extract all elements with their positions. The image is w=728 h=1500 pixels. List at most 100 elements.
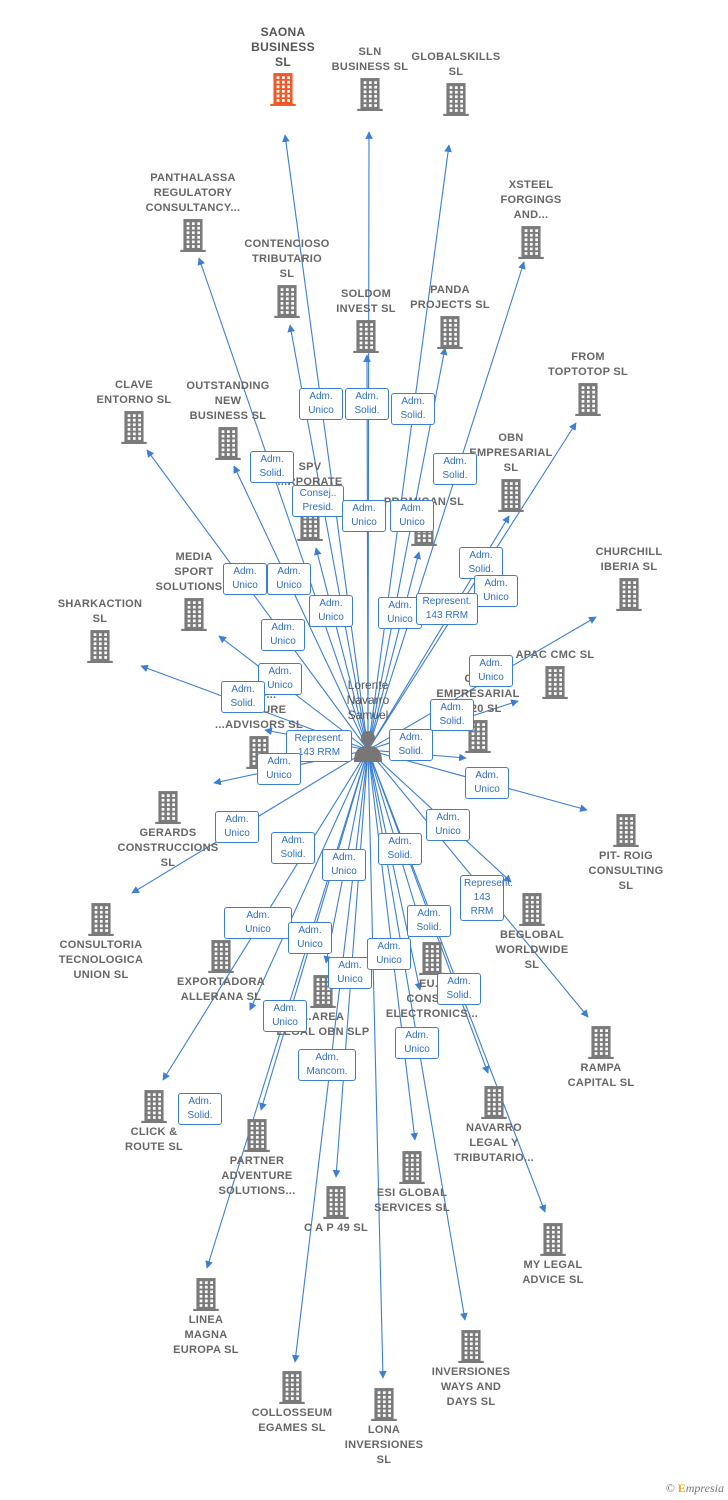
- relation-label[interactable]: Adm. Solid.: [459, 547, 503, 579]
- relation-label[interactable]: Adm. Solid.: [345, 388, 389, 420]
- company-name: BEGLOBAL WORLDWIDE SL: [495, 929, 569, 971]
- relation-label[interactable]: Adm. Unico: [474, 575, 518, 607]
- company-name: SAONA BUSINESS SL: [251, 25, 315, 69]
- building-icon: [416, 1329, 526, 1363]
- company-node-consultoria[interactable]: CONSULTORIA TECNOLOGICA UNION SL: [46, 900, 156, 983]
- building-icon: [377, 941, 487, 975]
- relation-edge: [146, 449, 369, 751]
- relation-label[interactable]: Adm. Solid.: [391, 393, 435, 425]
- relation-label[interactable]: Adm. Unico: [263, 1000, 307, 1032]
- relation-label[interactable]: Adm. Unico: [288, 922, 332, 954]
- relation-edge: [367, 422, 577, 751]
- company-node-fromtoptotop[interactable]: FROM TOPTOTOP SL: [533, 350, 643, 418]
- company-node-panthalassa[interactable]: PANTHALASSA REGULATORY CONSULTANCY...: [138, 171, 248, 254]
- relation-label[interactable]: Adm. Solid.: [221, 681, 265, 713]
- center-person[interactable]: Lorente Navarro Samuel: [333, 678, 403, 763]
- relation-label[interactable]: Adm. Unico: [215, 811, 259, 843]
- company-name: APAC CMC SL: [515, 649, 595, 661]
- company-node-navarro[interactable]: NAVARRO LEGAL Y TRIBUTARIO...: [439, 1083, 549, 1166]
- company-name: MEDIA SPORT SOLUTIONS...: [155, 551, 233, 593]
- company-node-globalskills[interactable]: GLOBALSKILLS SL: [401, 50, 511, 118]
- company-name: ESI GLOBAL SERVICES SL: [374, 1187, 450, 1214]
- logo-initial: E: [677, 1481, 686, 1495]
- company-node-click[interactable]: CLICK & ROUTE SL: [99, 1087, 209, 1155]
- relation-label[interactable]: Adm. Solid.: [178, 1093, 222, 1125]
- relation-label[interactable]: Adm. Solid.: [430, 699, 474, 731]
- relation-label[interactable]: Adm. Solid.: [389, 729, 433, 761]
- company-node-colosseum[interactable]: COLLOSSEUM EGAMES SL: [237, 1368, 347, 1436]
- relation-label[interactable]: Adm. Unico: [390, 500, 434, 532]
- company-node-partner[interactable]: PARTNER ADVENTURE SOLUTIONS...: [202, 1116, 312, 1199]
- building-icon: [46, 902, 156, 936]
- company-node-esi[interactable]: ESI GLOBAL SERVICES SL: [357, 1148, 467, 1216]
- company-node-inversiones[interactable]: INVERSIONES WAYS AND DAYS SL: [416, 1327, 526, 1410]
- relation-label[interactable]: Adm. Unico: [258, 663, 302, 695]
- company-node-rampa[interactable]: RAMPA CAPITAL SL: [546, 1023, 656, 1091]
- company-node-exportadora[interactable]: EXPORTADORA ALLERANA SL: [166, 937, 276, 1005]
- company-node-obn[interactable]: OBN EMPRESARIAL SL: [456, 431, 566, 514]
- relation-label[interactable]: Adm. Solid.: [407, 905, 451, 937]
- relation-label[interactable]: Adm. Solid.: [378, 833, 422, 865]
- company-node-apac[interactable]: APAC CMC SL: [500, 648, 610, 701]
- company-node-gerards[interactable]: GERARDS CONSTRUCCIONS SL: [113, 788, 223, 871]
- relation-label[interactable]: Adm. Unico: [328, 957, 372, 989]
- relation-label[interactable]: Adm. Solid.: [437, 973, 481, 1005]
- company-node-sharkaction[interactable]: SHARKACTION SL: [45, 597, 155, 665]
- company-node-mylegal[interactable]: MY LEGAL ADVICE SL: [498, 1220, 608, 1288]
- company-name: EXPORTADORA ALLERANA SL: [176, 976, 266, 1003]
- relation-label[interactable]: Adm. Unico: [426, 809, 470, 841]
- relation-label[interactable]: Represent. 143 RRM: [416, 593, 478, 625]
- relation-label[interactable]: Adm. Solid.: [250, 451, 294, 483]
- company-name: SLN BUSINESS SL: [331, 46, 409, 73]
- company-node-pitroig[interactable]: PIT- ROIG CONSULTING SL: [571, 811, 681, 894]
- company-node-lona[interactable]: LONA INVERSIONES SL: [329, 1385, 439, 1468]
- relation-label[interactable]: Adm. Unico: [469, 655, 513, 687]
- relation-label[interactable]: Represent. 143 RRM: [460, 875, 513, 921]
- relation-label[interactable]: Adm. Unico: [342, 500, 386, 532]
- company-node-soldom[interactable]: SOLDOM INVEST SL: [311, 287, 421, 355]
- company-node-contencioso[interactable]: CONTENCIOSO TRIBUTARIO SL: [232, 237, 342, 320]
- company-name: CHURCHILL IBERIA SL: [595, 546, 663, 573]
- relation-label[interactable]: Adm. Unico: [267, 563, 311, 595]
- company-node-cap49[interactable]: C A P 49 SL: [281, 1183, 391, 1236]
- person-icon: [354, 731, 382, 762]
- relation-label[interactable]: Adm. Solid.: [271, 832, 315, 864]
- company-name: MY LEGAL ADVICE SL: [522, 1259, 584, 1286]
- company-name: CONTENCIOSO TRIBUTARIO SL: [244, 238, 330, 280]
- relation-label[interactable]: Adm. Unico: [224, 907, 292, 939]
- company-node-xsteel[interactable]: XSTEEL FORGINGS AND...: [476, 178, 586, 261]
- company-node-linea[interactable]: LINEA MAGNA EUROPA SL: [151, 1275, 261, 1358]
- company-node-media[interactable]: MEDIA SPORT SOLUTIONS...: [139, 550, 249, 633]
- relation-label[interactable]: Adm. Unico: [257, 753, 301, 785]
- company-node-saona[interactable]: SAONA BUSINESS SL: [228, 25, 338, 108]
- building-icon: [99, 1089, 209, 1123]
- building-icon: [477, 892, 587, 926]
- company-node-churchill[interactable]: CHURCHILL IBERIA SL: [574, 545, 684, 613]
- relation-label[interactable]: Adm. Solid.: [433, 453, 477, 485]
- building-icon: [237, 1370, 347, 1404]
- relation-label[interactable]: Adm. Unico: [367, 938, 411, 970]
- company-node-sln[interactable]: SLN BUSINESS SL: [315, 45, 425, 113]
- relation-label[interactable]: Adm. Unico: [378, 597, 422, 629]
- building-icon: [232, 284, 342, 318]
- company-node-panda[interactable]: PANDA PROJECTS SL: [395, 283, 505, 351]
- relation-label[interactable]: Adm. Mancom.: [298, 1049, 356, 1081]
- relation-label[interactable]: Adm. Unico: [322, 849, 366, 881]
- relation-label[interactable]: Consej.. Presid.: [292, 485, 344, 517]
- company-node-beglobal[interactable]: BEGLOBAL WORLDWIDE SL: [477, 890, 587, 973]
- building-icon: [498, 1222, 608, 1256]
- relation-label[interactable]: Adm. Unico: [223, 563, 267, 595]
- relation-label[interactable]: Adm. Unico: [261, 619, 305, 651]
- company-name: SHARKACTION SL: [57, 598, 143, 625]
- company-name: NAVARRO LEGAL Y TRIBUTARIO...: [453, 1122, 535, 1164]
- building-icon: [228, 72, 338, 106]
- relation-label[interactable]: Adm. Unico: [309, 595, 353, 627]
- building-icon: [79, 410, 189, 444]
- relation-label[interactable]: Adm. Unico: [299, 388, 343, 420]
- relation-label[interactable]: Adm. Unico: [395, 1027, 439, 1059]
- company-name: FROM TOPTOTOP SL: [547, 351, 629, 378]
- company-node-outstanding[interactable]: OUTSTANDING NEW BUSINESS SL: [173, 379, 283, 462]
- relation-label[interactable]: Adm. Unico: [465, 767, 509, 799]
- company-node-clave[interactable]: CLAVE ENTORNO SL: [79, 378, 189, 446]
